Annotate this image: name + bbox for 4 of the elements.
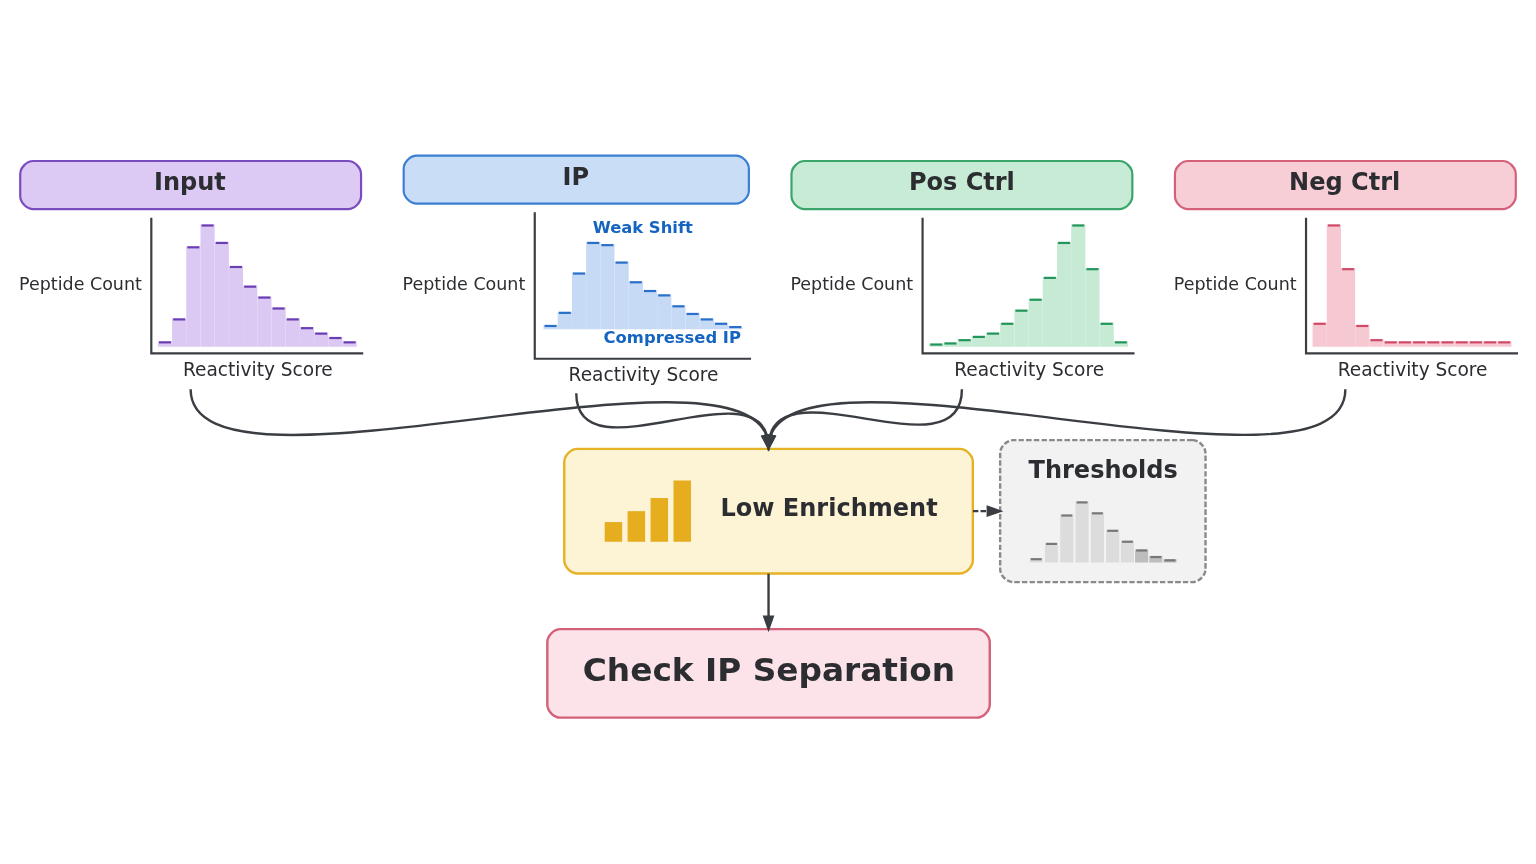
node-label: Reactivity Score [1337,358,1488,380]
node-label: Reactivity Score [568,363,719,385]
node-label: Reactivity Score [182,358,333,380]
node-label: Reactivity Score [954,358,1105,380]
